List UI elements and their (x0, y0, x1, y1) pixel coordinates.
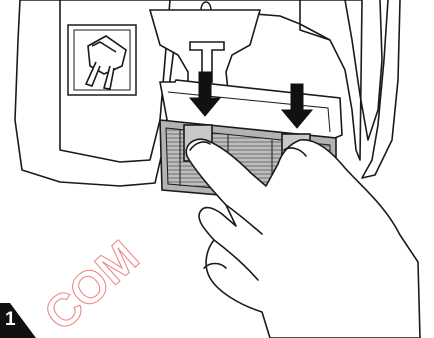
watermark-text: COM (34, 230, 149, 338)
hand-illustration (186, 139, 420, 338)
step-number: 1 (5, 309, 16, 331)
down-arrow-icon (291, 84, 303, 110)
down-arrow-icon (199, 72, 211, 98)
